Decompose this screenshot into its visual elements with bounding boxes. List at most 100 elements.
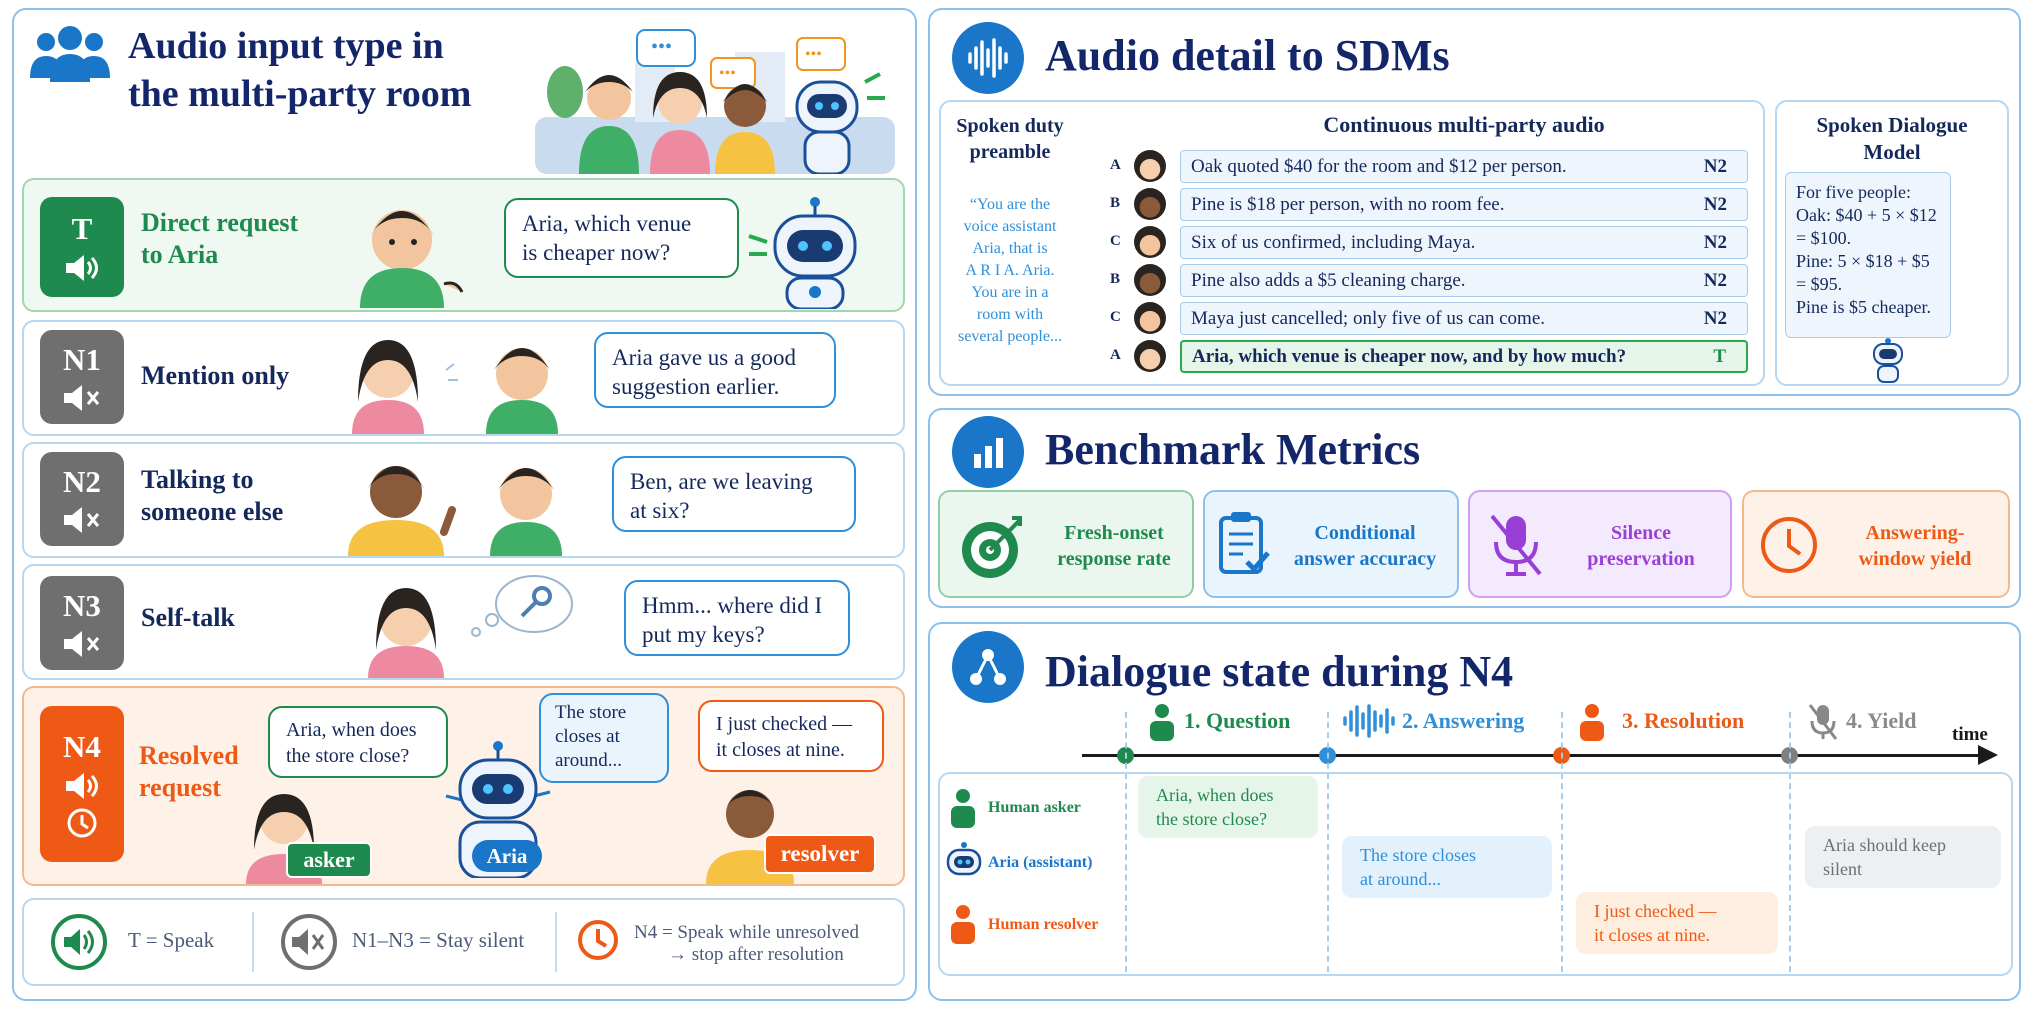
people-group-icon bbox=[30, 26, 110, 82]
aria-speech-bubble: The store closes at around... bbox=[539, 693, 669, 783]
phase-label: 1. Question bbox=[1184, 708, 1291, 733]
left-title: Audio input type in the multi-party room bbox=[128, 25, 472, 115]
two-people-illustration bbox=[348, 466, 562, 556]
state-title: Dialogue state during N4 bbox=[1045, 647, 1514, 696]
state-resolution-box: I just checked —it closes at nine. bbox=[1576, 892, 1778, 954]
clock-icon bbox=[67, 808, 97, 838]
legend-speak: T = Speak bbox=[128, 928, 215, 952]
robot-icon bbox=[1873, 338, 1903, 383]
speech-bubble: Aria gave us a good suggestion earlier. bbox=[594, 332, 836, 408]
svg-text:•••: ••• bbox=[805, 46, 822, 63]
target-icon bbox=[962, 516, 1022, 578]
legend-n4: N4 = Speak while unresolved → stop after… bbox=[634, 922, 859, 965]
robot-icon bbox=[946, 842, 982, 876]
row-label: Direct request to Aria bbox=[141, 208, 299, 269]
muted-microphone-icon bbox=[1808, 704, 1838, 740]
robot-aria-illustration bbox=[748, 197, 857, 309]
group-chat-illustration: ••• ••• ••• bbox=[535, 29, 895, 174]
speaker-muted-icon bbox=[281, 914, 337, 970]
speaker-letter: A bbox=[1110, 157, 1121, 173]
speaker-letter: B bbox=[1110, 195, 1121, 211]
thinking-woman-illustration bbox=[368, 575, 573, 678]
timeline-divider bbox=[1789, 712, 1791, 972]
asker-tag: asker bbox=[286, 842, 372, 878]
speaker-muted-icon bbox=[64, 507, 100, 533]
speech-bubble: Aria, which venue is cheaper now? bbox=[504, 198, 739, 278]
code-badge-n4: N4 bbox=[40, 706, 124, 862]
legend-silent: N1–N3 = Stay silent bbox=[352, 928, 525, 952]
timeline-divider bbox=[1327, 712, 1329, 972]
bar-chart-icon bbox=[952, 416, 1024, 488]
two-people-illustration bbox=[352, 340, 558, 434]
resolver-tag: resolver bbox=[764, 834, 876, 874]
resolver-speech-bubble: I just checked — it closes at nine. bbox=[698, 700, 884, 772]
metric-label: Answering-window yield bbox=[1858, 522, 1972, 570]
metrics-title: Benchmark Metrics bbox=[1045, 425, 1421, 474]
code-badge-n1: N1 bbox=[40, 330, 124, 424]
clock-icon bbox=[1761, 517, 1817, 573]
phase-label: 3. Resolution bbox=[1622, 708, 1745, 733]
speaker-muted-icon bbox=[64, 631, 100, 657]
transcript-row: Pine is $18 per person, with no room fee… bbox=[1180, 188, 1748, 221]
audio-title: Audio detail to SDMs bbox=[1045, 31, 1450, 80]
code-badge-t: T bbox=[40, 197, 124, 297]
legend-divider bbox=[555, 912, 557, 972]
muted-microphone-icon bbox=[1490, 514, 1542, 576]
continuous-audio-title: Continuous multi-party audio bbox=[1323, 112, 1605, 137]
svg-text:•••: ••• bbox=[719, 65, 736, 82]
speaker-letter: A bbox=[1110, 347, 1121, 363]
transcript-row: Maya just cancelled; only five of us can… bbox=[1180, 302, 1748, 335]
clock-icon bbox=[578, 920, 618, 960]
preamble-text: “You are the voice assistant Aria, that … bbox=[958, 196, 1062, 345]
waveform-icon bbox=[952, 22, 1024, 94]
transcript-row: Pine also adds a $5 cleaning charge.N2 bbox=[1180, 264, 1748, 297]
phase-label: 2. Answering bbox=[1402, 708, 1525, 733]
timeline-axis bbox=[1082, 754, 1982, 757]
role-label: Human resolver bbox=[988, 916, 1099, 933]
row-label: Talking to someone else bbox=[141, 465, 284, 526]
avatar bbox=[1134, 302, 1166, 334]
speaker-letter: C bbox=[1110, 233, 1121, 249]
speaker-on-icon bbox=[66, 255, 98, 281]
role-label: Human asker bbox=[988, 799, 1081, 816]
role-label: Aria (assistant) bbox=[988, 854, 1093, 871]
speech-bubble: Hmm... where did I put my keys? bbox=[624, 580, 850, 656]
row-label: Self-talk bbox=[141, 603, 235, 632]
asker-speech-bubble: Aria, when does the store close? bbox=[268, 706, 448, 778]
avatar bbox=[1134, 340, 1166, 372]
person-boy-illustration bbox=[360, 210, 464, 308]
timeline-divider bbox=[1561, 712, 1563, 972]
code-badge-n2: N2 bbox=[40, 452, 124, 546]
clipboard-check-icon bbox=[1219, 512, 1270, 574]
transcript-row-request: Aria, which venue is cheaper now, and by… bbox=[1180, 340, 1748, 373]
person-icon bbox=[951, 789, 975, 828]
waveform-icon bbox=[1343, 704, 1395, 738]
speaker-on-icon bbox=[51, 914, 107, 970]
phase-label: 4. Yield bbox=[1846, 708, 1917, 733]
speaker-on-icon bbox=[66, 773, 98, 799]
speaker-letter: C bbox=[1110, 309, 1121, 325]
row-label: Mention only bbox=[141, 361, 290, 390]
row-direct-request bbox=[22, 178, 905, 312]
preamble-title: Spoken duty preamble bbox=[956, 115, 1064, 163]
person-icon bbox=[1580, 704, 1604, 741]
legend-divider bbox=[252, 912, 254, 972]
svg-text:•••: ••• bbox=[651, 36, 672, 58]
speaker-letter: B bbox=[1110, 271, 1121, 287]
avatar bbox=[1134, 264, 1166, 296]
row-label: Resolved request bbox=[139, 741, 239, 802]
aria-tag: Aria bbox=[472, 840, 542, 872]
avatar bbox=[1134, 226, 1166, 258]
avatar bbox=[1134, 150, 1166, 182]
legend-box bbox=[22, 898, 905, 986]
timeline-divider bbox=[1125, 712, 1127, 972]
transcript-row: Six of us confirmed, including Maya.N2 bbox=[1180, 226, 1748, 259]
